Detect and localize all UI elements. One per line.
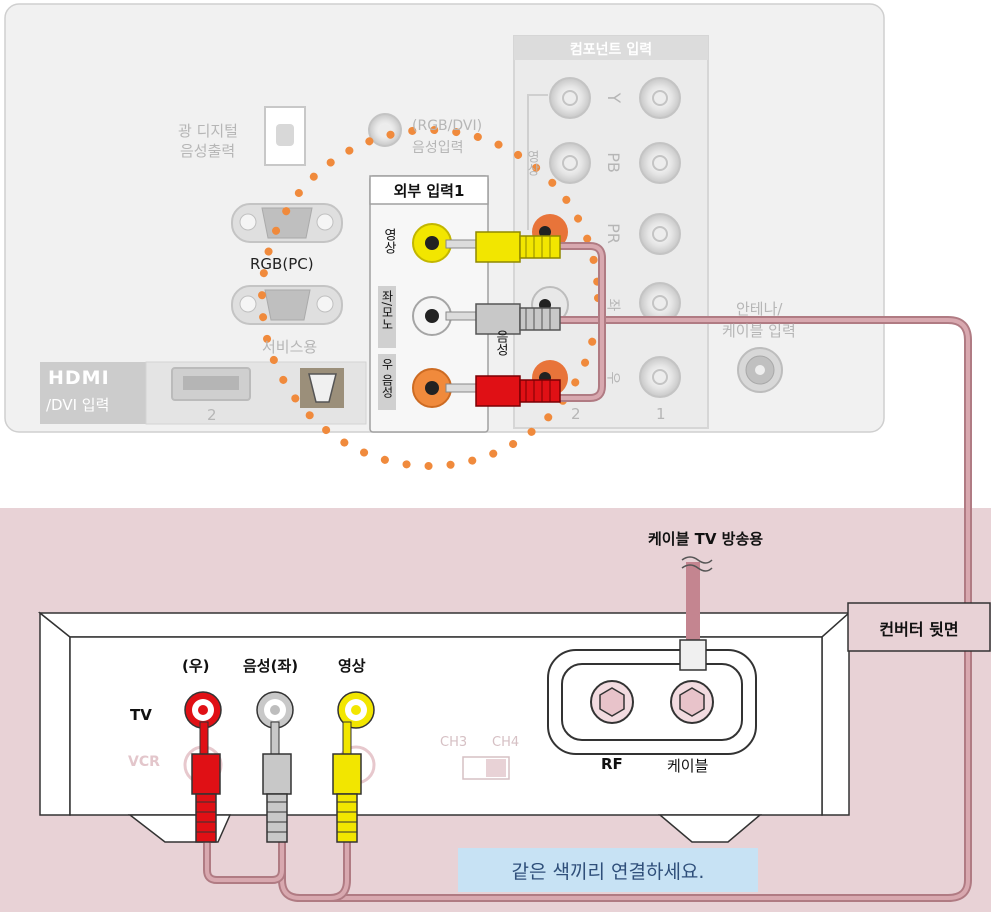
component-jacks: [549, 77, 681, 398]
component-col2-label: 2: [571, 405, 581, 423]
red-plug: [445, 375, 561, 407]
component-video-label: 영상: [524, 150, 539, 176]
converter-right-label: (우): [182, 657, 210, 675]
component-title-bar: [514, 36, 708, 60]
converter-white-plug: [262, 721, 292, 843]
cable-label: 케이블: [667, 757, 709, 775]
instruction-box: [458, 848, 758, 892]
cable-tv-label: 케이블 TV 방송용: [648, 530, 764, 548]
component-audio-left-label: 좌: [604, 298, 621, 312]
ch4-label: CH4: [492, 735, 520, 750]
converter-back-label: 컨버터 뒷면: [879, 620, 959, 639]
rgb-pc-label: RGB(PC): [250, 255, 314, 273]
channel-switch: [462, 756, 510, 780]
yellow-plug: [445, 231, 561, 263]
ch3-label: CH3: [440, 735, 468, 750]
converter-tv-label: TV: [130, 706, 152, 724]
rgb-dvi-audio-label-line1: (RGB/DVI): [412, 118, 483, 134]
hdmi-logo-box: [40, 362, 146, 424]
white-plug: [445, 303, 561, 335]
ext-audio-right-label: 우 음성: [380, 358, 394, 398]
external-input-title: 외부 입력1: [393, 182, 465, 200]
component-pr-label: PR: [603, 223, 623, 244]
service-label: 서비스용: [262, 338, 318, 356]
optical-label-line1: 광 디지털: [178, 122, 238, 140]
component-audio-mid-label: 음성: [493, 330, 508, 356]
component-title: 컴포넌트 입력: [569, 42, 653, 58]
component-audio-right-label: 우: [604, 371, 621, 385]
ext-audio-left-label: 좌/모노: [380, 290, 394, 331]
instruction-text: 같은 색끼리 연결하세요.: [511, 861, 705, 883]
component-y-label: Y: [603, 92, 624, 104]
antenna-label-line2: 케이블 입력: [722, 322, 796, 340]
hdmi-port-number: 2: [207, 406, 217, 424]
rgb-dvi-audio-label-line2: 음성입력: [412, 140, 464, 156]
component-col1-label: 1: [656, 405, 666, 423]
rf-label: RF: [601, 755, 623, 773]
converter-vcr-label: VCR: [128, 754, 160, 770]
hdmi-logo: HDMI: [48, 367, 110, 389]
optical-label-line2: 음성출력: [180, 142, 236, 160]
converter-back-label-box: [847, 602, 991, 652]
component-pb-label: PB: [603, 152, 623, 173]
hdmi-label: /DVI 입력: [46, 396, 110, 414]
converter-red-plug: [191, 721, 221, 843]
converter-video-label: 영상: [338, 657, 366, 675]
converter-yellow-plug: [332, 721, 362, 843]
converter-audio-left-label: 음성(좌): [243, 657, 299, 675]
service-port: [231, 285, 343, 325]
ext-video-label: 영상: [381, 228, 396, 254]
antenna-label-line1: 안테나/: [736, 300, 783, 318]
